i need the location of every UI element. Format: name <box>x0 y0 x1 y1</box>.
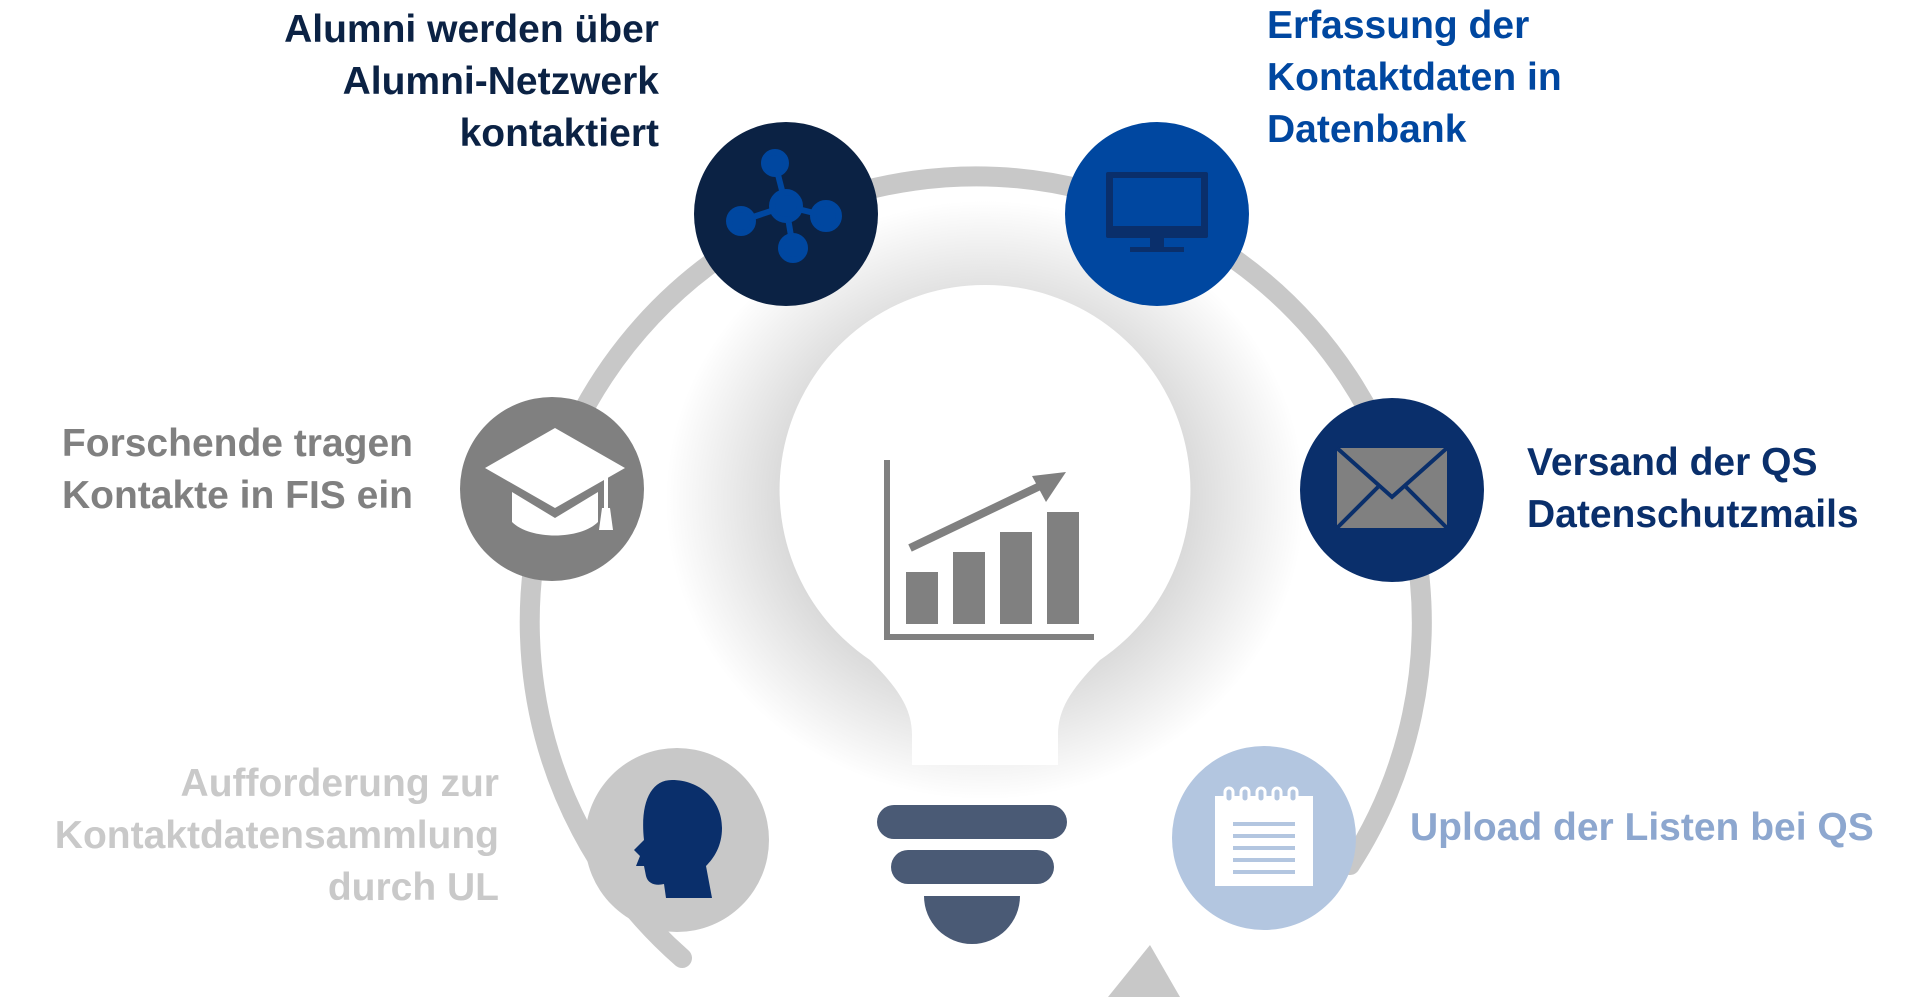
step-circle-aufforderung <box>585 748 769 932</box>
step-label-line: Datenbank <box>1267 108 1467 151</box>
lightbulb-icon <box>665 200 1305 944</box>
notepad-icon <box>1215 786 1313 886</box>
step-label-versand: Versand der QS Datenschutzmails <box>1527 437 1859 541</box>
step-label-line: Datenschutzmails <box>1527 493 1859 536</box>
step-label-line: Kontakte in FIS ein <box>61 474 413 517</box>
step-label-line: kontaktiert <box>459 112 659 155</box>
cycle-arrow-head <box>1108 945 1180 997</box>
graduation-cap-icon <box>485 428 625 536</box>
bulb-base-tip <box>924 896 1020 944</box>
step-label-line: Alumni-Netzwerk <box>342 60 659 103</box>
step-label-line: Versand der QS <box>1527 441 1818 484</box>
step-label-line: Alumni werden über <box>284 8 659 51</box>
step-circle-versand <box>1300 398 1484 582</box>
step-label-line: Kontaktdaten in <box>1267 56 1562 99</box>
bulb-base-ring <box>891 850 1054 884</box>
rising-bar-chart-icon <box>884 460 1094 640</box>
monitor-icon <box>1106 172 1208 252</box>
step-label-line: durch UL <box>327 866 499 909</box>
head-icon <box>634 780 722 898</box>
step-circle-alumni <box>694 122 878 306</box>
step-label-upload: Upload der Listen bei QS <box>1410 802 1874 854</box>
bulb-base-ring <box>877 805 1067 839</box>
step-circle-upload <box>1172 746 1356 930</box>
step-label-line: Upload der Listen bei QS <box>1410 806 1874 849</box>
network-icon <box>726 149 842 263</box>
step-circle-erfassung <box>1065 122 1249 306</box>
step-label-line: Forschende tragen <box>61 422 413 465</box>
step-label-line: Erfassung der <box>1267 4 1530 47</box>
step-circle-forschende <box>460 397 644 581</box>
step-label-line: Kontaktdatensammlung <box>54 814 499 857</box>
envelope-icon <box>1335 446 1449 530</box>
step-label-line: Aufforderung zur <box>180 762 499 805</box>
